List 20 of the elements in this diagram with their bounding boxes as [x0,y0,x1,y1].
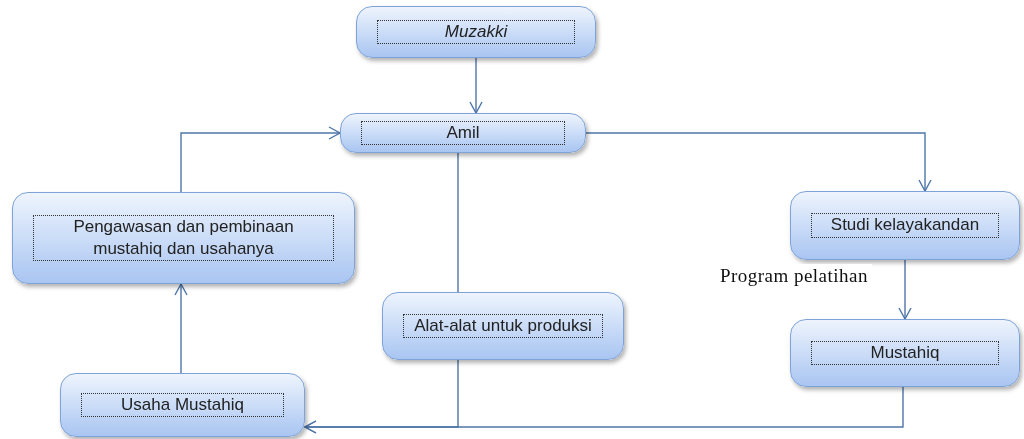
arrow [469,57,483,114]
box-label: Studi kelayakandan [811,213,999,238]
box-label: Alat-alat untuk produksi [403,313,603,339]
arrow [898,259,912,320]
box-label: Amil [361,120,565,146]
process-box [790,191,1020,260]
arrow [174,283,188,374]
process-box [340,113,586,153]
process-box [12,192,355,284]
process-box [790,319,1020,387]
arrow [180,126,341,193]
box-label: Pengawasan dan pembinaan mustahiq dan usahanya [33,214,334,262]
arrow [585,132,932,192]
process-box [382,292,624,360]
box-label: Usaha Mustahiq [81,392,284,418]
arrow [304,386,904,434]
box-label: Mustahiq [811,340,999,366]
process-box [356,6,596,58]
process-box [60,373,305,437]
box-label: Muzakki [377,19,575,45]
